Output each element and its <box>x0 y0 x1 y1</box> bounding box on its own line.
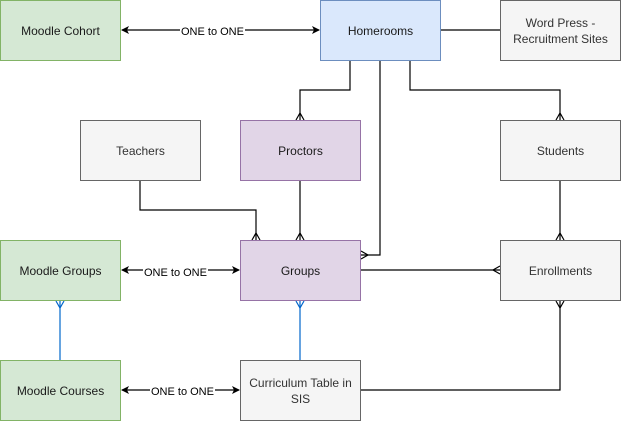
edge-homerooms-groups <box>361 61 381 256</box>
entity-proctors[interactable]: Proctors <box>240 120 361 181</box>
crowfoot-groups-proctors <box>295 231 305 241</box>
entity-homerooms[interactable]: Homerooms <box>320 0 441 61</box>
edge-teachers-groups <box>139 181 257 240</box>
entity-moodle-cohort[interactable]: Moodle Cohort <box>0 0 121 61</box>
entity-enrollments[interactable]: Enrollments <box>500 240 621 301</box>
crowfoot-enrollments-bottom <box>555 300 565 310</box>
entity-curriculum-table-sis[interactable]: Curriculum Table in SIS <box>240 360 361 421</box>
entity-label: Curriculum Table in SIS <box>249 375 352 406</box>
entity-label: Word Press - Recruitment Sites <box>513 15 608 46</box>
entity-students[interactable]: Students <box>500 120 621 181</box>
entity-label: Proctors <box>278 143 323 158</box>
entity-label: Enrollments <box>528 263 593 278</box>
entity-label: Moodle Cohort <box>21 23 100 38</box>
entity-label: Moodle Groups <box>19 263 102 278</box>
entity-teachers[interactable]: Teachers <box>80 120 201 181</box>
entity-label: Students <box>536 143 585 158</box>
edge-homerooms-proctors <box>299 61 351 120</box>
entity-moodle-groups[interactable]: Moodle Groups <box>0 240 121 301</box>
crowfoot-groups-right <box>360 250 370 260</box>
relationship-label-mgroups-groups: ONE to ONE <box>143 267 208 280</box>
crowfoot-enrollments-top <box>555 231 565 241</box>
relationship-label-cohort-homerooms: ONE to ONE <box>180 26 245 39</box>
entity-label: Groups <box>280 263 321 278</box>
relationship-label-mcourses-curriculum: ONE to ONE <box>150 386 215 399</box>
crowfoot-groups-teachers <box>251 231 261 241</box>
entity-label: Teachers <box>116 143 165 158</box>
entity-label: Homerooms <box>347 23 414 38</box>
entity-moodle-courses[interactable]: Moodle Courses <box>0 360 121 421</box>
entity-label: Moodle Courses <box>16 383 105 398</box>
edge-curriculum-enrollments <box>361 301 561 391</box>
crowfoot-proctors <box>295 111 305 121</box>
crowfoot-students <box>555 111 565 121</box>
crowfoot-mgroups <box>55 300 65 310</box>
entity-groups[interactable]: Groups <box>240 240 361 301</box>
entity-wordpress-recruitment-sites[interactable]: Word Press - Recruitment Sites <box>500 0 621 61</box>
crowfoot-groups-bottom <box>295 300 305 310</box>
edge-homerooms-students <box>409 61 561 120</box>
crowfoot-enrollments-left <box>491 265 501 275</box>
